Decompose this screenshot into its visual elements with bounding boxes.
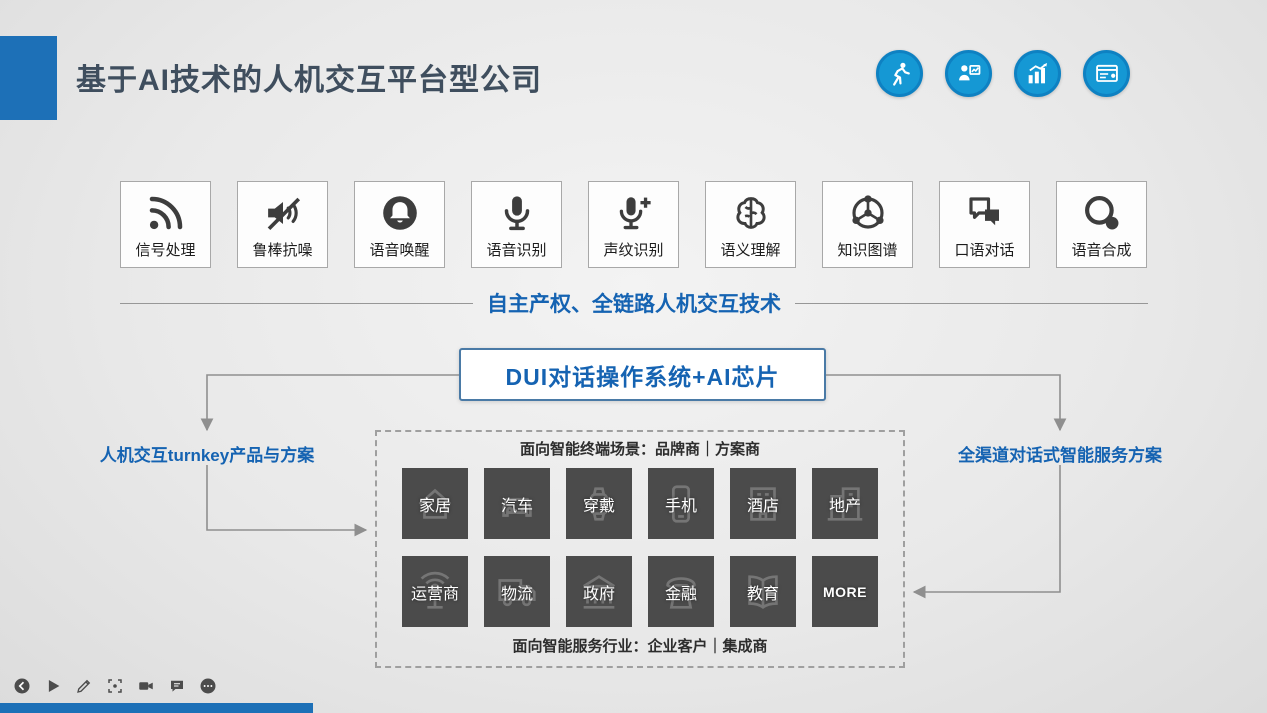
tech-box-tts: 语音合成: [1056, 181, 1147, 268]
tile-phone: 手机: [648, 468, 714, 539]
presenter-chart-icon: [945, 50, 992, 97]
runner-icon: [876, 50, 923, 97]
home-icon: [418, 488, 452, 519]
pencil-button[interactable]: [75, 677, 93, 695]
tile-hotel: 酒店: [730, 468, 796, 539]
panel-bottom-caption: 面向智能服务行业：企业客户｜集成商: [512, 638, 768, 655]
header-icon-group: [876, 50, 1130, 97]
industry-panel: 面向智能终端场景：品牌商｜方案商 家居 汽车 穿戴 手机 酒店: [375, 430, 905, 668]
panel-top-caption: 面向智能终端场景：品牌商｜方案商: [519, 441, 760, 458]
signal-icon: [149, 196, 182, 230]
comment-icon: [171, 680, 183, 692]
back-icon: [14, 678, 30, 694]
tagline: 自主产权、全链路人机交互技术: [120, 288, 1148, 318]
buildings-icon: [827, 486, 863, 521]
speech-circle-icon: [1084, 196, 1118, 230]
scan-icon: [108, 679, 122, 693]
platform-box: DUI对话操作系统+AI芯片: [459, 348, 826, 401]
tile-realestate: 地产: [812, 468, 878, 539]
tile-more: MORE: [812, 556, 878, 627]
tile-finance: 金融: [648, 556, 714, 627]
more-button[interactable]: [199, 677, 217, 695]
tile-home: 家居: [402, 468, 468, 539]
brain-icon: [735, 197, 766, 229]
car-icon: [502, 497, 532, 517]
telephone-icon: [666, 576, 696, 609]
muted-speaker-icon: [267, 197, 300, 231]
tagline-rule-left: [120, 302, 473, 304]
back-button[interactable]: [13, 677, 31, 695]
more-icon: [200, 678, 216, 694]
book-icon: [748, 574, 778, 609]
tile-government: 政府: [566, 556, 632, 627]
tech-box-asr: 语音识别: [471, 181, 562, 268]
play-icon: [48, 680, 60, 692]
industry-tile-grid: 家居 汽车 穿戴 手机 酒店 地产: [402, 468, 878, 627]
tagline-rule-right: [795, 302, 1148, 304]
hotel-icon: [750, 486, 776, 521]
tech-box-dialog: 口语对话: [939, 181, 1030, 268]
comment-button[interactable]: [168, 677, 186, 695]
knowledge-graph-icon: [851, 195, 884, 229]
corner-accent-bar: [0, 36, 57, 120]
chat-bubbles-icon: [968, 197, 999, 226]
tech-box-signal: 信号处理: [120, 181, 211, 268]
truck-icon: [498, 578, 536, 606]
tile-education: 教育: [730, 556, 796, 627]
tile-operator: 运营商: [402, 556, 468, 627]
camera-icon: [139, 682, 153, 690]
tagline-text: 自主产权、全链路人机交互技术: [487, 291, 781, 316]
tile-car: 汽车: [484, 468, 550, 539]
tech-box-noise: 鲁棒抗噪: [237, 181, 328, 268]
player-toolbar: [13, 677, 217, 695]
page-title: 基于AI技术的人机交互平台型公司: [76, 64, 542, 97]
scan-button[interactable]: [106, 677, 124, 695]
microphone-plus-icon: [619, 197, 651, 230]
tile-wearable: 穿戴: [566, 468, 632, 539]
government-icon: [582, 574, 616, 609]
watch-icon: [589, 486, 609, 521]
bottom-accent-bar: [0, 703, 313, 713]
platform-label: DUI对话操作系统+AI芯片: [505, 363, 780, 390]
microphone-icon: [504, 196, 529, 231]
browser-card-icon: [1083, 50, 1130, 97]
pencil-icon: [77, 679, 91, 693]
tech-stack-row: 信号处理 鲁棒抗噪 语音唤醒 语音识别 声纹识别 语义理解 知识图谱 口语对话: [120, 181, 1147, 268]
camera-button[interactable]: [137, 677, 155, 695]
antenna-icon: [420, 571, 450, 609]
left-branch-label: 人机交互turnkey产品与方案: [99, 446, 315, 465]
tech-box-voiceprint: 声纹识别: [588, 181, 679, 268]
tech-box-kg: 知识图谱: [822, 181, 913, 268]
growth-chart-icon: [1014, 50, 1061, 97]
tech-box-nlu: 语义理解: [705, 181, 796, 268]
smartphone-icon: [671, 484, 691, 523]
bell-icon: [382, 196, 417, 230]
right-branch-label: 全渠道对话式智能服务方案: [958, 446, 1162, 465]
play-button[interactable]: [44, 677, 62, 695]
tech-box-wakeup: 语音唤醒: [354, 181, 445, 268]
tile-logistics: 物流: [484, 556, 550, 627]
